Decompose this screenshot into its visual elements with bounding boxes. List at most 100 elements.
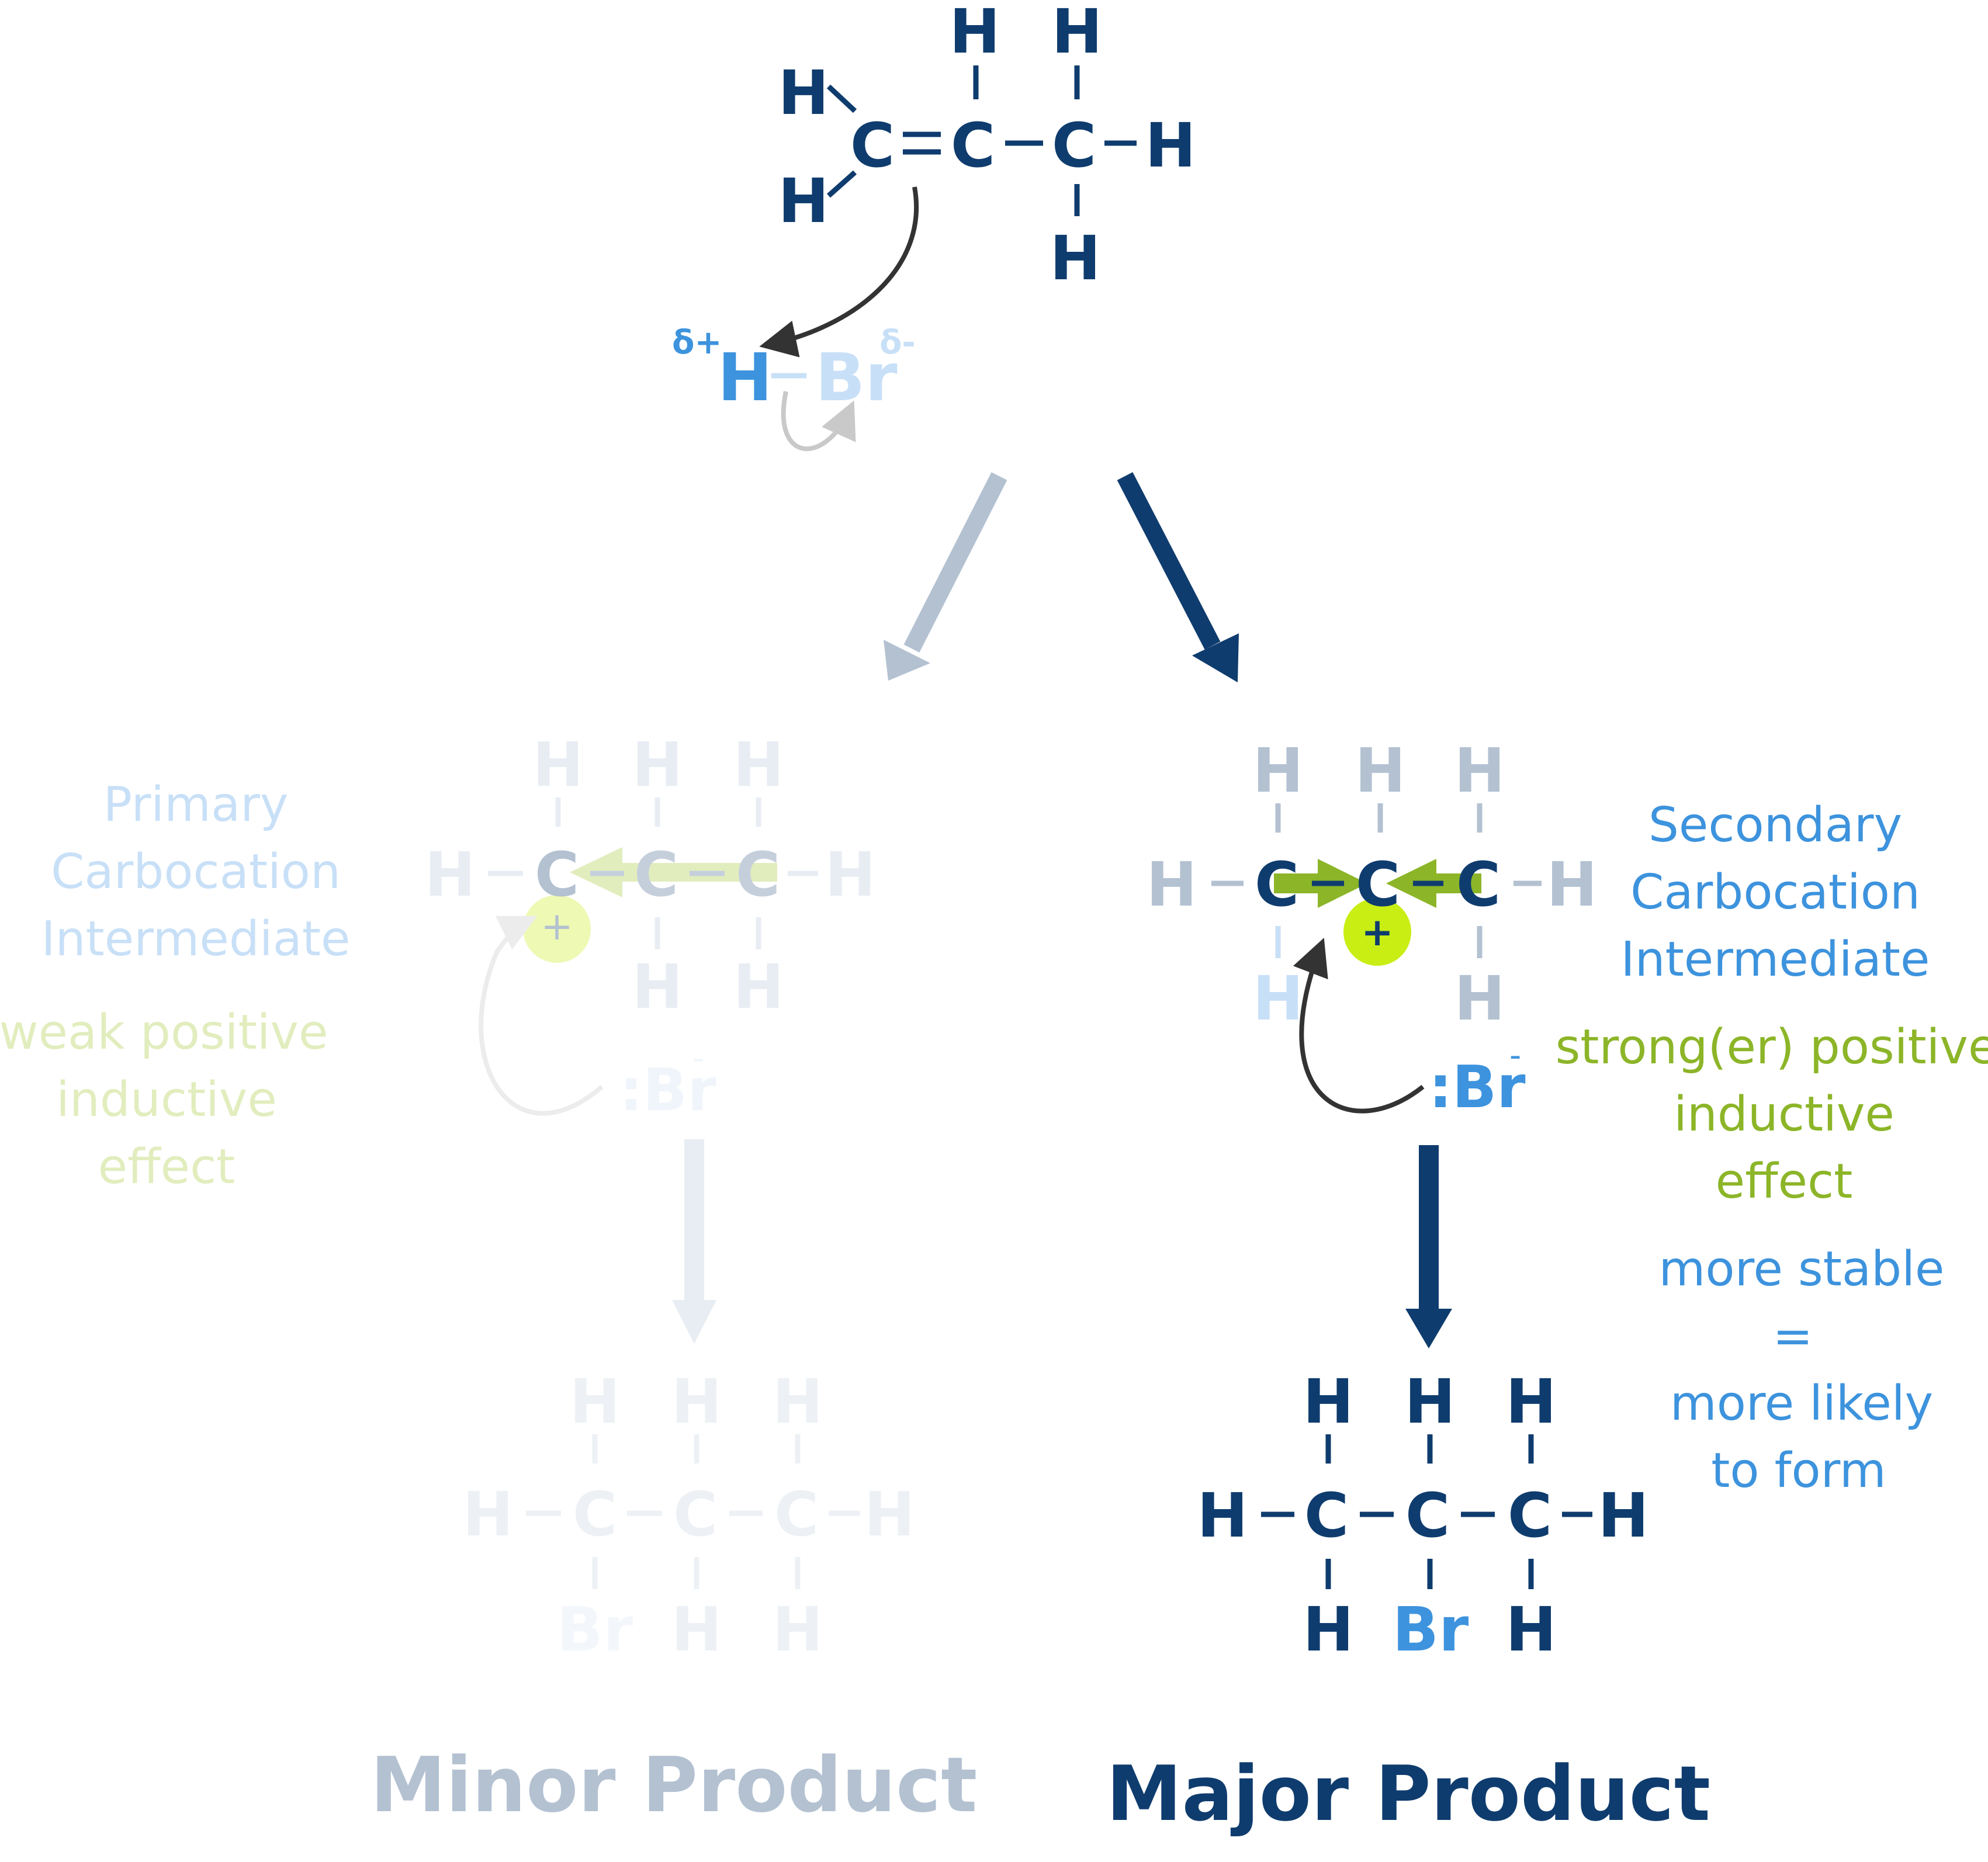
svg-text:more likely: more likely	[1670, 1376, 1933, 1431]
svg-text:C: C	[634, 839, 678, 910]
secondary-positive-charge-highlight	[1343, 898, 1411, 966]
svg-text:H: H	[772, 1366, 823, 1437]
secondary-bromide-ion: :Br	[1429, 1053, 1526, 1121]
svg-text:H: H	[632, 729, 683, 800]
propene-c3: C	[1052, 110, 1096, 181]
delta-plus-label: δ+	[672, 324, 722, 362]
svg-text:H: H	[864, 1479, 915, 1550]
propene-molecule: H H C C C H H H H	[778, 0, 1196, 294]
svg-text:Br: Br	[557, 1594, 633, 1665]
primary-positive-charge-highlight	[523, 895, 591, 963]
secondary-plus-sign: +	[1361, 910, 1393, 955]
svg-text:=: =	[1773, 1309, 1813, 1364]
curly-arrow-pi-bond-to-h	[759, 186, 919, 358]
svg-text:Carbocation: Carbocation	[51, 844, 341, 900]
primary-title: Primary Carbocation Intermediate	[41, 777, 350, 967]
secondary-bromide-attack-arrow	[1293, 938, 1425, 1114]
stability-text: more stable = more likely to form	[1659, 1242, 1945, 1499]
svg-text:Intermediate: Intermediate	[1620, 932, 1930, 987]
svg-text:Carbocation: Carbocation	[1630, 865, 1920, 920]
svg-text:H: H	[1505, 1594, 1556, 1665]
svg-text:C: C	[673, 1479, 718, 1550]
svg-text:inductive: inductive	[1674, 1087, 1895, 1142]
svg-text:more stable: more stable	[1659, 1242, 1945, 1297]
svg-text:effect: effect	[98, 1139, 235, 1195]
primary-plus-sign: +	[541, 904, 573, 949]
propene-bonds	[826, 65, 1137, 216]
svg-text:H: H	[1197, 1480, 1248, 1551]
svg-text:C: C	[1456, 849, 1501, 920]
hbr-reagent: δ+ H Br δ-	[672, 324, 916, 416]
propene-h-c2-top: H	[949, 0, 1000, 67]
primary-bonds	[488, 797, 818, 949]
svg-text:H: H	[1404, 1366, 1455, 1437]
curly-arrow-hbr-heterolysis	[781, 391, 856, 452]
svg-text:H: H	[733, 729, 784, 800]
down-arrow-to-minor	[672, 1139, 716, 1344]
svg-text:C: C	[1255, 849, 1299, 920]
svg-text:Secondary: Secondary	[1648, 797, 1902, 853]
svg-text:C: C	[1405, 1480, 1450, 1551]
svg-text:H: H	[733, 951, 784, 1022]
delta-minus-label: δ-	[879, 324, 916, 362]
hbr-hydrogen: H	[718, 340, 773, 416]
svg-text:C: C	[736, 839, 780, 910]
major-product-bonds	[1261, 1434, 1592, 1589]
svg-text:C: C	[1304, 1480, 1349, 1551]
svg-text:H: H	[671, 1366, 722, 1437]
secondary-ch-bonds	[1211, 803, 1542, 958]
minor-product-molecule: H H H H C C C H Br H H	[462, 1366, 915, 1665]
major-product-label: Major Product	[1106, 1749, 1710, 1838]
svg-text:H: H	[825, 839, 875, 910]
svg-text:H: H	[569, 1366, 620, 1437]
propene-c2: C	[951, 110, 995, 181]
down-arrow-to-major	[1405, 1145, 1452, 1348]
svg-text:H: H	[671, 1594, 722, 1665]
primary-carbocation: H H H H C C C H H H +	[424, 729, 875, 1022]
svg-text:H: H	[1546, 849, 1597, 920]
svg-text:H: H	[1598, 1480, 1648, 1551]
major-product-molecule: H H H H C C C H H Br H	[1197, 1366, 1648, 1665]
secondary-effect-text: strong(er) positive inductive effect	[1556, 1020, 1988, 1209]
svg-text:H: H	[1303, 1594, 1353, 1665]
propene-h-bottom-left: H	[778, 165, 829, 237]
primary-bromide-attack-arrow	[479, 916, 604, 1116]
svg-text:strong(er) positive: strong(er) positive	[1556, 1020, 1988, 1075]
branch-arrow-to-secondary	[1117, 472, 1239, 682]
minor-product-bonds	[526, 1434, 860, 1589]
svg-text:Primary: Primary	[103, 777, 289, 833]
svg-text:H: H	[1505, 1366, 1556, 1437]
svg-text:effect: effect	[1716, 1154, 1853, 1209]
primary-bromide-ion: :Br	[619, 1056, 716, 1124]
svg-text:H: H	[462, 1479, 513, 1550]
primary-bromide-charge: -	[692, 1039, 704, 1077]
minor-product-label: Minor Product	[370, 1740, 978, 1829]
major-product-bromine: Br	[1393, 1594, 1469, 1665]
svg-text:C: C	[535, 839, 579, 910]
propene-c1: C	[850, 110, 895, 181]
branch-arrow-to-primary	[884, 472, 1007, 681]
svg-text:to form: to form	[1711, 1443, 1886, 1499]
svg-text:H: H	[1454, 963, 1505, 1034]
propene-h-c3-top: H	[1051, 0, 1102, 67]
propene-h-top-left: H	[778, 57, 829, 129]
secondary-bromide-charge: -	[1509, 1036, 1521, 1074]
svg-text:H: H	[424, 839, 475, 910]
svg-text:H: H	[1454, 735, 1505, 806]
svg-text:H: H	[1252, 735, 1303, 806]
svg-text:C: C	[1508, 1480, 1552, 1551]
svg-text:H: H	[1146, 849, 1197, 920]
svg-text:weak positive: weak positive	[0, 1005, 328, 1060]
secondary-carbocation: H H H H C C C H H H +	[1146, 735, 1597, 1034]
primary-effect-text: weak positive inductive effect	[0, 1005, 328, 1195]
secondary-title: Secondary Carbocation Intermediate	[1620, 797, 1930, 987]
svg-text:H: H	[1355, 735, 1405, 806]
propene-h-c3-bottom: H	[1050, 223, 1100, 294]
svg-text:C: C	[774, 1479, 819, 1550]
svg-text:C: C	[573, 1479, 617, 1550]
svg-text:H: H	[532, 729, 583, 800]
svg-text:Intermediate: Intermediate	[41, 911, 350, 967]
svg-text:C: C	[1356, 849, 1400, 920]
svg-text:H: H	[772, 1594, 823, 1665]
